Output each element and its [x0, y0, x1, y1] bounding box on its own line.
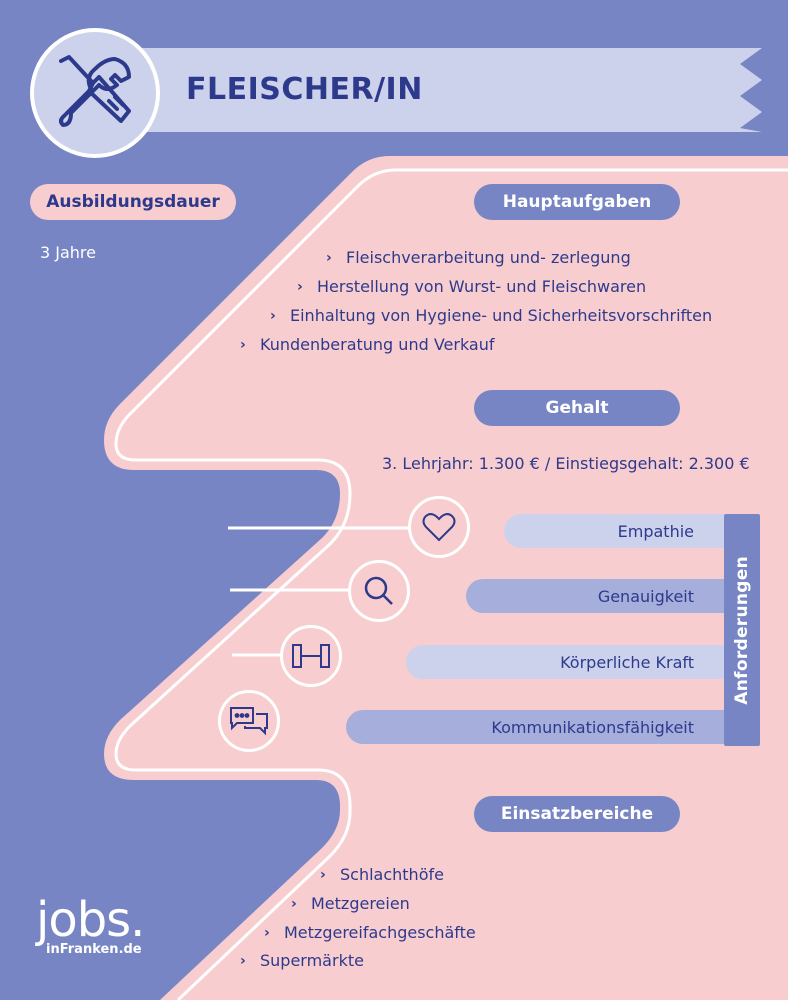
chevron-right-icon: ›: [297, 278, 303, 295]
jobs-logo: jobs. inFranken.de: [36, 892, 145, 957]
header-ribbon: [100, 48, 762, 132]
dumbbell-icon: [292, 644, 330, 668]
chevron-right-icon: ›: [320, 866, 326, 883]
chevron-right-icon: ›: [240, 336, 246, 353]
task-item: › Herstellung von Wurst- und Fleischware…: [297, 277, 647, 296]
requirement-icon-circle: [218, 690, 280, 752]
magnifier-icon: [364, 576, 393, 605]
requirement-bar-precision: Genauigkeit: [466, 579, 730, 613]
pink-region: [104, 156, 788, 1000]
task-item: › Kundenberatung und Verkauf: [240, 335, 495, 354]
white-outline: [114, 168, 788, 1000]
requirements-label: Anforderungen: [724, 514, 760, 746]
header-icon-circle: [30, 28, 160, 158]
logo-main: jobs.: [36, 892, 145, 948]
duration-value: 3 Jahre: [40, 243, 96, 262]
requirement-icon-circle: [408, 496, 470, 558]
duration-label: Ausbildungsdauer: [30, 184, 236, 220]
requirement-icon-circle: [348, 560, 410, 622]
field-item: › Metzgereifachgeschäfte: [264, 923, 476, 942]
salary-label: Gehalt: [474, 390, 680, 426]
requirement-bar-empathy: Empathie: [504, 514, 730, 548]
field-item: › Supermärkte: [240, 951, 364, 970]
field-item: › Schlachthöfe: [320, 865, 444, 884]
chevron-right-icon: ›: [326, 249, 332, 266]
page-title: FLEISCHER/IN: [186, 72, 423, 107]
tools-icon: [59, 55, 131, 127]
chevron-right-icon: ›: [240, 952, 246, 969]
fields-label: Einsatzbereiche: [474, 796, 680, 832]
tasks-label: Hauptaufgaben: [474, 184, 680, 220]
salary-text: 3. Lehrjahr: 1.300 € / Einstiegsgehalt: …: [382, 454, 750, 473]
chat-bubbles-icon: [230, 707, 268, 736]
chevron-right-icon: ›: [270, 307, 276, 324]
field-item: › Metzgereien: [291, 894, 410, 913]
chevron-right-icon: ›: [291, 895, 297, 912]
logo-sub: inFranken.de: [46, 942, 142, 957]
heart-icon: [422, 513, 456, 542]
task-item: › Einhaltung von Hygiene- und Sicherheit…: [270, 306, 713, 325]
requirement-bar-strength: Körperliche Kraft: [406, 645, 730, 679]
chevron-right-icon: ›: [264, 924, 270, 941]
requirement-icon-circle: [280, 625, 342, 687]
requirement-bar-communication: Kommunikationsfähigkeit: [346, 710, 730, 744]
task-item: › Fleischverarbeitung und- zerlegung: [326, 248, 631, 267]
